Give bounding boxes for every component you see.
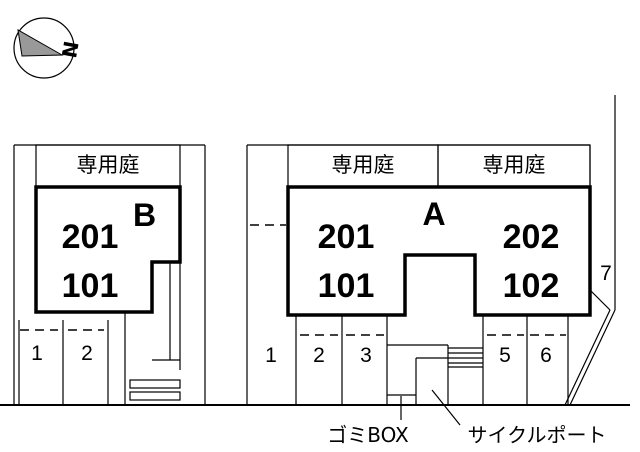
parking-a-1: 1: [265, 344, 277, 367]
building-a-outline: [286, 185, 592, 317]
unit-b-201: 201: [62, 218, 119, 256]
parking-a-5: 5: [499, 344, 511, 367]
building-b-outline: [34, 185, 182, 314]
building-a-name: A: [422, 196, 445, 232]
leader-cycle: [431, 389, 461, 426]
unit-b-101: 101: [62, 267, 119, 305]
building-b-name: B: [133, 197, 156, 233]
parking-b-1: 1: [31, 342, 43, 365]
garden-label-b: 専用庭: [77, 153, 140, 177]
unit-a-102: 102: [503, 267, 560, 305]
unit-a-202: 202: [503, 218, 560, 256]
garbage-box-label: ゴミBOX: [327, 423, 409, 447]
parking-a-3: 3: [360, 344, 372, 367]
unit-a-201: 201: [318, 218, 375, 256]
parking-a-7: 7: [600, 262, 612, 285]
north-arrow-icon: N: [13, 17, 84, 79]
garden-label-a-left: 専用庭: [332, 153, 395, 177]
lot-b: [13, 144, 206, 405]
parking-a-2: 2: [313, 344, 325, 367]
garden-label-a-right: 専用庭: [483, 153, 546, 177]
unit-a-101: 101: [318, 267, 375, 305]
lot-a: [246, 95, 616, 426]
cycle-port-label: サイクルポート: [468, 423, 607, 447]
parking-a-6: 6: [540, 344, 552, 367]
north-label: N: [57, 39, 84, 60]
parking-b-2: 2: [81, 342, 93, 365]
